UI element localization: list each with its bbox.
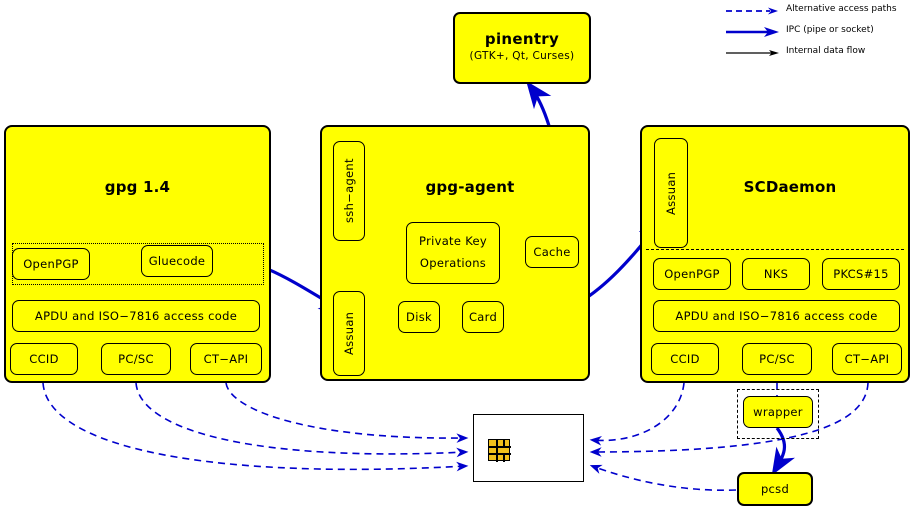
scdaemon-pkcs15-label: PKCS#15 bbox=[833, 267, 889, 281]
gpg-ctapi-label: CT−API bbox=[203, 352, 249, 366]
legend-label-internal: Internal data flow bbox=[786, 46, 866, 56]
scdaemon-openpgp-label: OpenPGP bbox=[664, 267, 720, 281]
panel-scdaemon-title: SCDaemon bbox=[743, 178, 837, 196]
wrapper-box[interactable]: wrapper bbox=[743, 396, 813, 428]
altpath-scd-ccid-to-card bbox=[589, 382, 685, 446]
gpg-agent-ssh-agent-label: ssh−agent bbox=[342, 158, 356, 224]
scdaemon-ctapi-label: CT−API bbox=[844, 352, 890, 366]
gpg-ccid-box[interactable]: CCID bbox=[10, 343, 78, 375]
legend-swatch-ipc bbox=[726, 27, 779, 37]
altpath-scd-ctapi-to-card bbox=[589, 382, 869, 457]
gpg-agent-private-key-ops-line2: Operations bbox=[419, 256, 487, 270]
legend: Alternative access paths IPC (pipe or so… bbox=[724, 2, 914, 65]
scdaemon-nks-box[interactable]: NKS bbox=[742, 258, 810, 290]
legend-swatch-internal bbox=[726, 50, 779, 56]
smartcard[interactable] bbox=[473, 414, 584, 482]
scdaemon-pcsc-label: PC/SC bbox=[759, 352, 795, 366]
scdaemon-assuan-box[interactable]: Assuan bbox=[654, 138, 688, 248]
gpg-agent-disk-box[interactable]: Disk bbox=[398, 301, 440, 333]
altpath-pcscd-to-card bbox=[589, 464, 737, 492]
wrapper-region bbox=[737, 389, 819, 439]
gpg-apdu-label: APDU and ISO−7816 access code bbox=[34, 309, 238, 323]
gpg-agent-cache-box[interactable]: Cache bbox=[525, 236, 579, 268]
scdaemon-nks-label: NKS bbox=[763, 267, 789, 281]
legend-swatch-dashed bbox=[726, 7, 778, 15]
gpg-agent-private-key-ops-box[interactable]: Private Key Operations bbox=[406, 222, 500, 284]
gpg-agent-assuan-box[interactable]: Assuan bbox=[333, 291, 365, 376]
gpg-ctapi-box[interactable]: CT−API bbox=[190, 343, 262, 375]
panel-gpg-title: gpg 1.4 bbox=[104, 178, 171, 196]
pinentry-box[interactable]: pinentry (GTK+, Qt, Curses) bbox=[453, 12, 591, 84]
legend-item-ipc: IPC (pipe or socket) bbox=[724, 23, 914, 44]
legend-item-alt-paths: Alternative access paths bbox=[724, 2, 914, 23]
pinentry-title: pinentry bbox=[484, 29, 560, 48]
scdaemon-ccid-box[interactable]: CCID bbox=[651, 343, 719, 375]
legend-label-ipc: IPC (pipe or socket) bbox=[786, 25, 874, 35]
gpg-agent-card-box[interactable]: Card bbox=[462, 301, 504, 333]
gpg-gluecode-box[interactable]: Gluecode bbox=[141, 245, 213, 277]
panel-gpg-agent-title: gpg-agent bbox=[425, 178, 515, 196]
gpg-apdu-box[interactable]: APDU and ISO−7816 access code bbox=[12, 300, 260, 332]
scdaemon-ccid-label: CCID bbox=[670, 352, 700, 366]
gpg-openpgp-box[interactable]: OpenPGP bbox=[12, 248, 90, 280]
scdaemon-apdu-label: APDU and ISO−7816 access code bbox=[675, 309, 878, 323]
pcscd-label: pcsd bbox=[760, 482, 790, 496]
scdaemon-ctapi-box[interactable]: CT−API bbox=[832, 343, 902, 375]
legend-label-alt-paths: Alternative access paths bbox=[786, 4, 897, 14]
scdaemon-pcsc-box[interactable]: PC/SC bbox=[742, 343, 812, 375]
gpg-pcsc-box[interactable]: PC/SC bbox=[101, 343, 171, 375]
scdaemon-apdu-box[interactable]: APDU and ISO−7816 access code bbox=[653, 300, 900, 332]
altpath-gpg-pcsc-to-card bbox=[135, 382, 469, 458]
gpg-agent-private-key-ops-line1: Private Key bbox=[419, 234, 487, 249]
gpg-pcsc-label: PC/SC bbox=[118, 352, 154, 366]
altpath-gpg-ctapi-to-card bbox=[225, 382, 469, 443]
gpg-openpgp-label: OpenPGP bbox=[23, 257, 79, 271]
smartcard-chip-icon bbox=[488, 439, 511, 462]
scdaemon-assuan-label: Assuan bbox=[664, 171, 678, 215]
gpg-agent-card-label: Card bbox=[468, 310, 498, 324]
pcscd-box[interactable]: pcsd bbox=[737, 472, 813, 506]
gpg-ccid-label: CCID bbox=[29, 352, 59, 366]
scdaemon-separator bbox=[646, 249, 904, 250]
scdaemon-openpgp-box[interactable]: OpenPGP bbox=[653, 258, 731, 290]
gpg-gluecode-label: Gluecode bbox=[148, 254, 206, 268]
pinentry-subtitle: (GTK+, Qt, Curses) bbox=[469, 50, 575, 63]
legend-item-internal: Internal data flow bbox=[724, 44, 914, 65]
scdaemon-pkcs15-box[interactable]: PKCS#15 bbox=[822, 258, 900, 290]
altpath-gpg-ccid-to-card bbox=[42, 382, 469, 472]
gpg-agent-cache-label: Cache bbox=[533, 245, 571, 259]
wrapper-label: wrapper bbox=[753, 405, 803, 419]
gpg-agent-disk-label: Disk bbox=[406, 310, 432, 324]
gpg-agent-assuan-label: Assuan bbox=[342, 311, 356, 356]
gpg-agent-ssh-agent-box[interactable]: ssh−agent bbox=[333, 141, 365, 241]
